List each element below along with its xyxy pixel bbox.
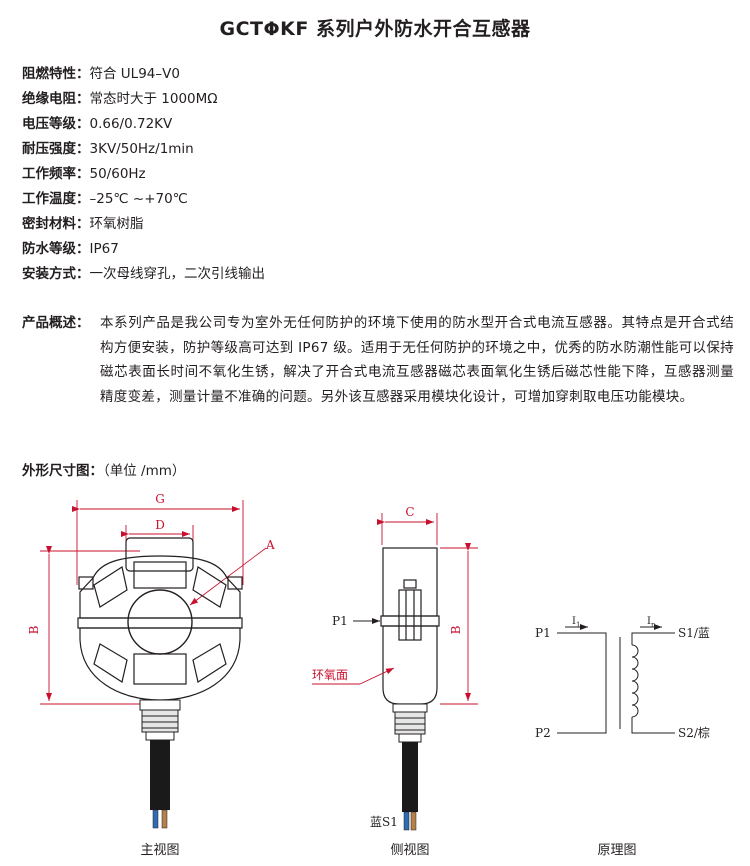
spec-label: 绝缘电阻：	[22, 91, 90, 107]
side-latch	[403, 579, 417, 589]
spec-value: 一次母线穿孔，二次引线输出	[89, 266, 266, 282]
spec-row-temperature: 工作温度：–25℃ ~+70℃	[22, 187, 265, 212]
dimension-b-front	[40, 546, 140, 705]
spec-label: 耐压强度：	[22, 141, 90, 157]
housing-rib	[93, 643, 128, 683]
secondary-current-label: In	[647, 616, 656, 629]
side-split-band	[380, 615, 440, 627]
principle-p1-label: P1	[535, 626, 551, 640]
spec-list: 阻燃特性：符合 UL94–V0 绝缘电阻：常态时大于 1000MΩ 电压等级：0…	[22, 62, 265, 287]
side-cable-gland	[392, 703, 428, 743]
principle-p2-label: P2	[535, 726, 551, 740]
page-title: GCTΦKF 系列户外防水开合互感器	[219, 18, 531, 40]
spec-label: 密封材料：	[22, 216, 90, 232]
secondary-top-lead	[631, 632, 675, 645]
side-cable	[402, 742, 418, 812]
side-view-caption: 侧视图	[390, 843, 429, 858]
side-brown-wire	[410, 811, 417, 831]
dimension-b-side	[440, 543, 478, 705]
spec-value: 符合 UL94–V0	[89, 66, 180, 82]
side-upper-body	[382, 547, 438, 617]
housing-window	[133, 561, 187, 589]
principle-diagram	[557, 624, 675, 734]
side-lower-body	[382, 625, 438, 705]
principle-s2-label: S2/棕	[678, 725, 710, 740]
spec-value: IP67	[89, 241, 119, 257]
spec-label: 安装方式：	[22, 266, 90, 282]
spec-row-insulation: 绝缘电阻：常态时大于 1000MΩ	[22, 87, 265, 112]
dimension-title-unit: （单位 /mm）	[103, 463, 186, 479]
cable-gland	[139, 699, 181, 741]
side-clip	[398, 589, 422, 641]
cable	[150, 740, 170, 810]
front-view: G D B A	[27, 492, 275, 858]
dimension-c-label: C	[405, 505, 414, 519]
secondary-bottom-lead	[631, 717, 675, 734]
principle-s1-label: S1/蓝	[678, 626, 710, 640]
overview-text: 本系列产品是我公司专为室外无任何防护的环境下使用的防水型开合式电流互感器。其特点…	[100, 315, 734, 405]
dimension-c	[377, 513, 438, 545]
dimension-b-side-label: B	[449, 625, 463, 634]
overview-label: 产品概述：	[22, 315, 90, 331]
dimension-g	[72, 500, 244, 585]
dimension-b-front-label: B	[27, 625, 41, 634]
spec-row-installation: 安装方式：一次母线穿孔，二次引线输出	[22, 262, 265, 287]
spec-label: 电压等级：	[22, 116, 90, 132]
primary-conductor	[557, 632, 607, 734]
spec-label: 工作频率：	[22, 166, 90, 182]
callout-a-label: A	[265, 538, 275, 552]
epoxy-leader	[359, 667, 395, 685]
spec-row-sealing: 密封材料：环氧树脂	[22, 212, 265, 237]
spec-value: 50/60Hz	[89, 166, 146, 182]
dimension-title-label: 外形尺寸图：	[22, 463, 103, 479]
left-lug	[78, 576, 94, 590]
dimension-d-label: D	[155, 518, 165, 532]
spec-row-waterproof: 防水等级：IP67	[22, 237, 265, 262]
blue-wire	[152, 809, 159, 829]
spec-row-frequency: 工作频率：50/60Hz	[22, 162, 265, 187]
spec-value: 常态时大于 1000MΩ	[89, 91, 218, 107]
split-band	[77, 617, 243, 629]
dimension-g-label: G	[155, 492, 165, 506]
upper-housing	[79, 555, 241, 619]
side-p1-label: P1	[332, 614, 348, 628]
product-overview: 产品概述： 本系列产品是我公司专为室外无任何防护的环境下使用的防水型开合式电流互…	[22, 311, 734, 409]
spec-label: 工作温度：	[22, 191, 90, 207]
side-view: C B P1 环氧面	[312, 505, 478, 858]
spec-value: –25℃ ~+70℃	[89, 191, 188, 207]
spec-value: 0.66/0.72KV	[89, 116, 173, 132]
side-lead-label: 蓝S1	[370, 815, 398, 829]
primary-current-label: I1	[572, 616, 580, 629]
secondary-winding	[631, 644, 639, 718]
lower-housing	[79, 627, 241, 701]
spec-row-voltage: 电压等级：0.66/0.72KV	[22, 112, 265, 137]
conductor-hole	[127, 589, 193, 655]
spec-row-flame: 阻燃特性：符合 UL94–V0	[22, 62, 265, 87]
front-view-caption: 主视图	[140, 843, 179, 858]
spec-value: 环氧树脂	[89, 216, 144, 232]
right-lug	[227, 576, 243, 590]
dimension-title: 外形尺寸图：（单位 /mm）	[22, 459, 185, 479]
spec-label: 阻燃特性：	[22, 66, 90, 82]
side-blue-wire	[403, 811, 410, 831]
brown-wire	[161, 809, 168, 829]
housing-rib	[192, 643, 227, 683]
spec-value: 3KV/50Hz/1min	[89, 141, 194, 157]
housing-rib	[192, 566, 227, 608]
epoxy-label: 环氧面	[312, 668, 348, 682]
spec-row-withstand: 耐压强度：3KV/50Hz/1min	[22, 137, 265, 162]
housing-window	[133, 653, 187, 685]
principle-caption: 原理图	[597, 843, 636, 858]
top-clip	[125, 537, 194, 572]
housing-rib	[93, 566, 128, 608]
spec-label: 防水等级：	[22, 241, 90, 257]
